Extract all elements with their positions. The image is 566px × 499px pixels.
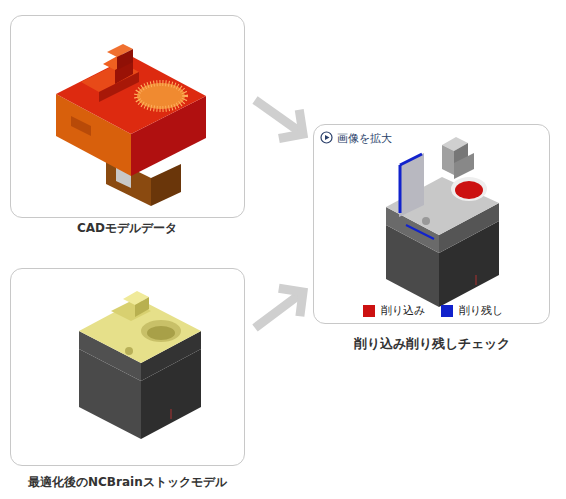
panel-caption: CADモデルデータ [77, 220, 177, 237]
play-icon [320, 131, 333, 144]
flow-arrow [255, 100, 303, 138]
legend-text: 削り込み [381, 303, 425, 318]
image-panel [10, 268, 245, 466]
cad-model [11, 16, 246, 219]
panel-caption: 最適化後のNCBrainストックモデル [28, 474, 227, 491]
arrow-head [283, 114, 303, 137]
panel-caption: 削り込み削り残しチェック [354, 335, 510, 353]
image-panel: 画像を拡大削り込み 削り残し [313, 124, 550, 324]
flow-arrow [255, 289, 303, 328]
zoom-text: 画像を拡大 [337, 132, 392, 145]
check-model [314, 125, 551, 325]
panel-node: 画像を拡大削り込み 削り残し削り込み削り残しチェック [313, 124, 550, 355]
legend-text: 削り残し [459, 303, 503, 318]
stock-model [11, 269, 246, 467]
image-panel [10, 15, 245, 218]
legend: 削り込み 削り残し [363, 303, 519, 318]
legend-swatch [441, 305, 453, 317]
panel-node: 最適化後のNCBrainストックモデル [10, 268, 245, 494]
arrow-shaft [255, 292, 303, 328]
arrow-head [283, 289, 303, 312]
legend-item: 削り残し [441, 303, 503, 318]
zoom-link: 画像を拡大 [320, 131, 392, 146]
legend-item: 削り込み [363, 303, 425, 318]
legend-swatch [363, 305, 375, 317]
panel-node: CADモデルデータ [10, 15, 245, 240]
